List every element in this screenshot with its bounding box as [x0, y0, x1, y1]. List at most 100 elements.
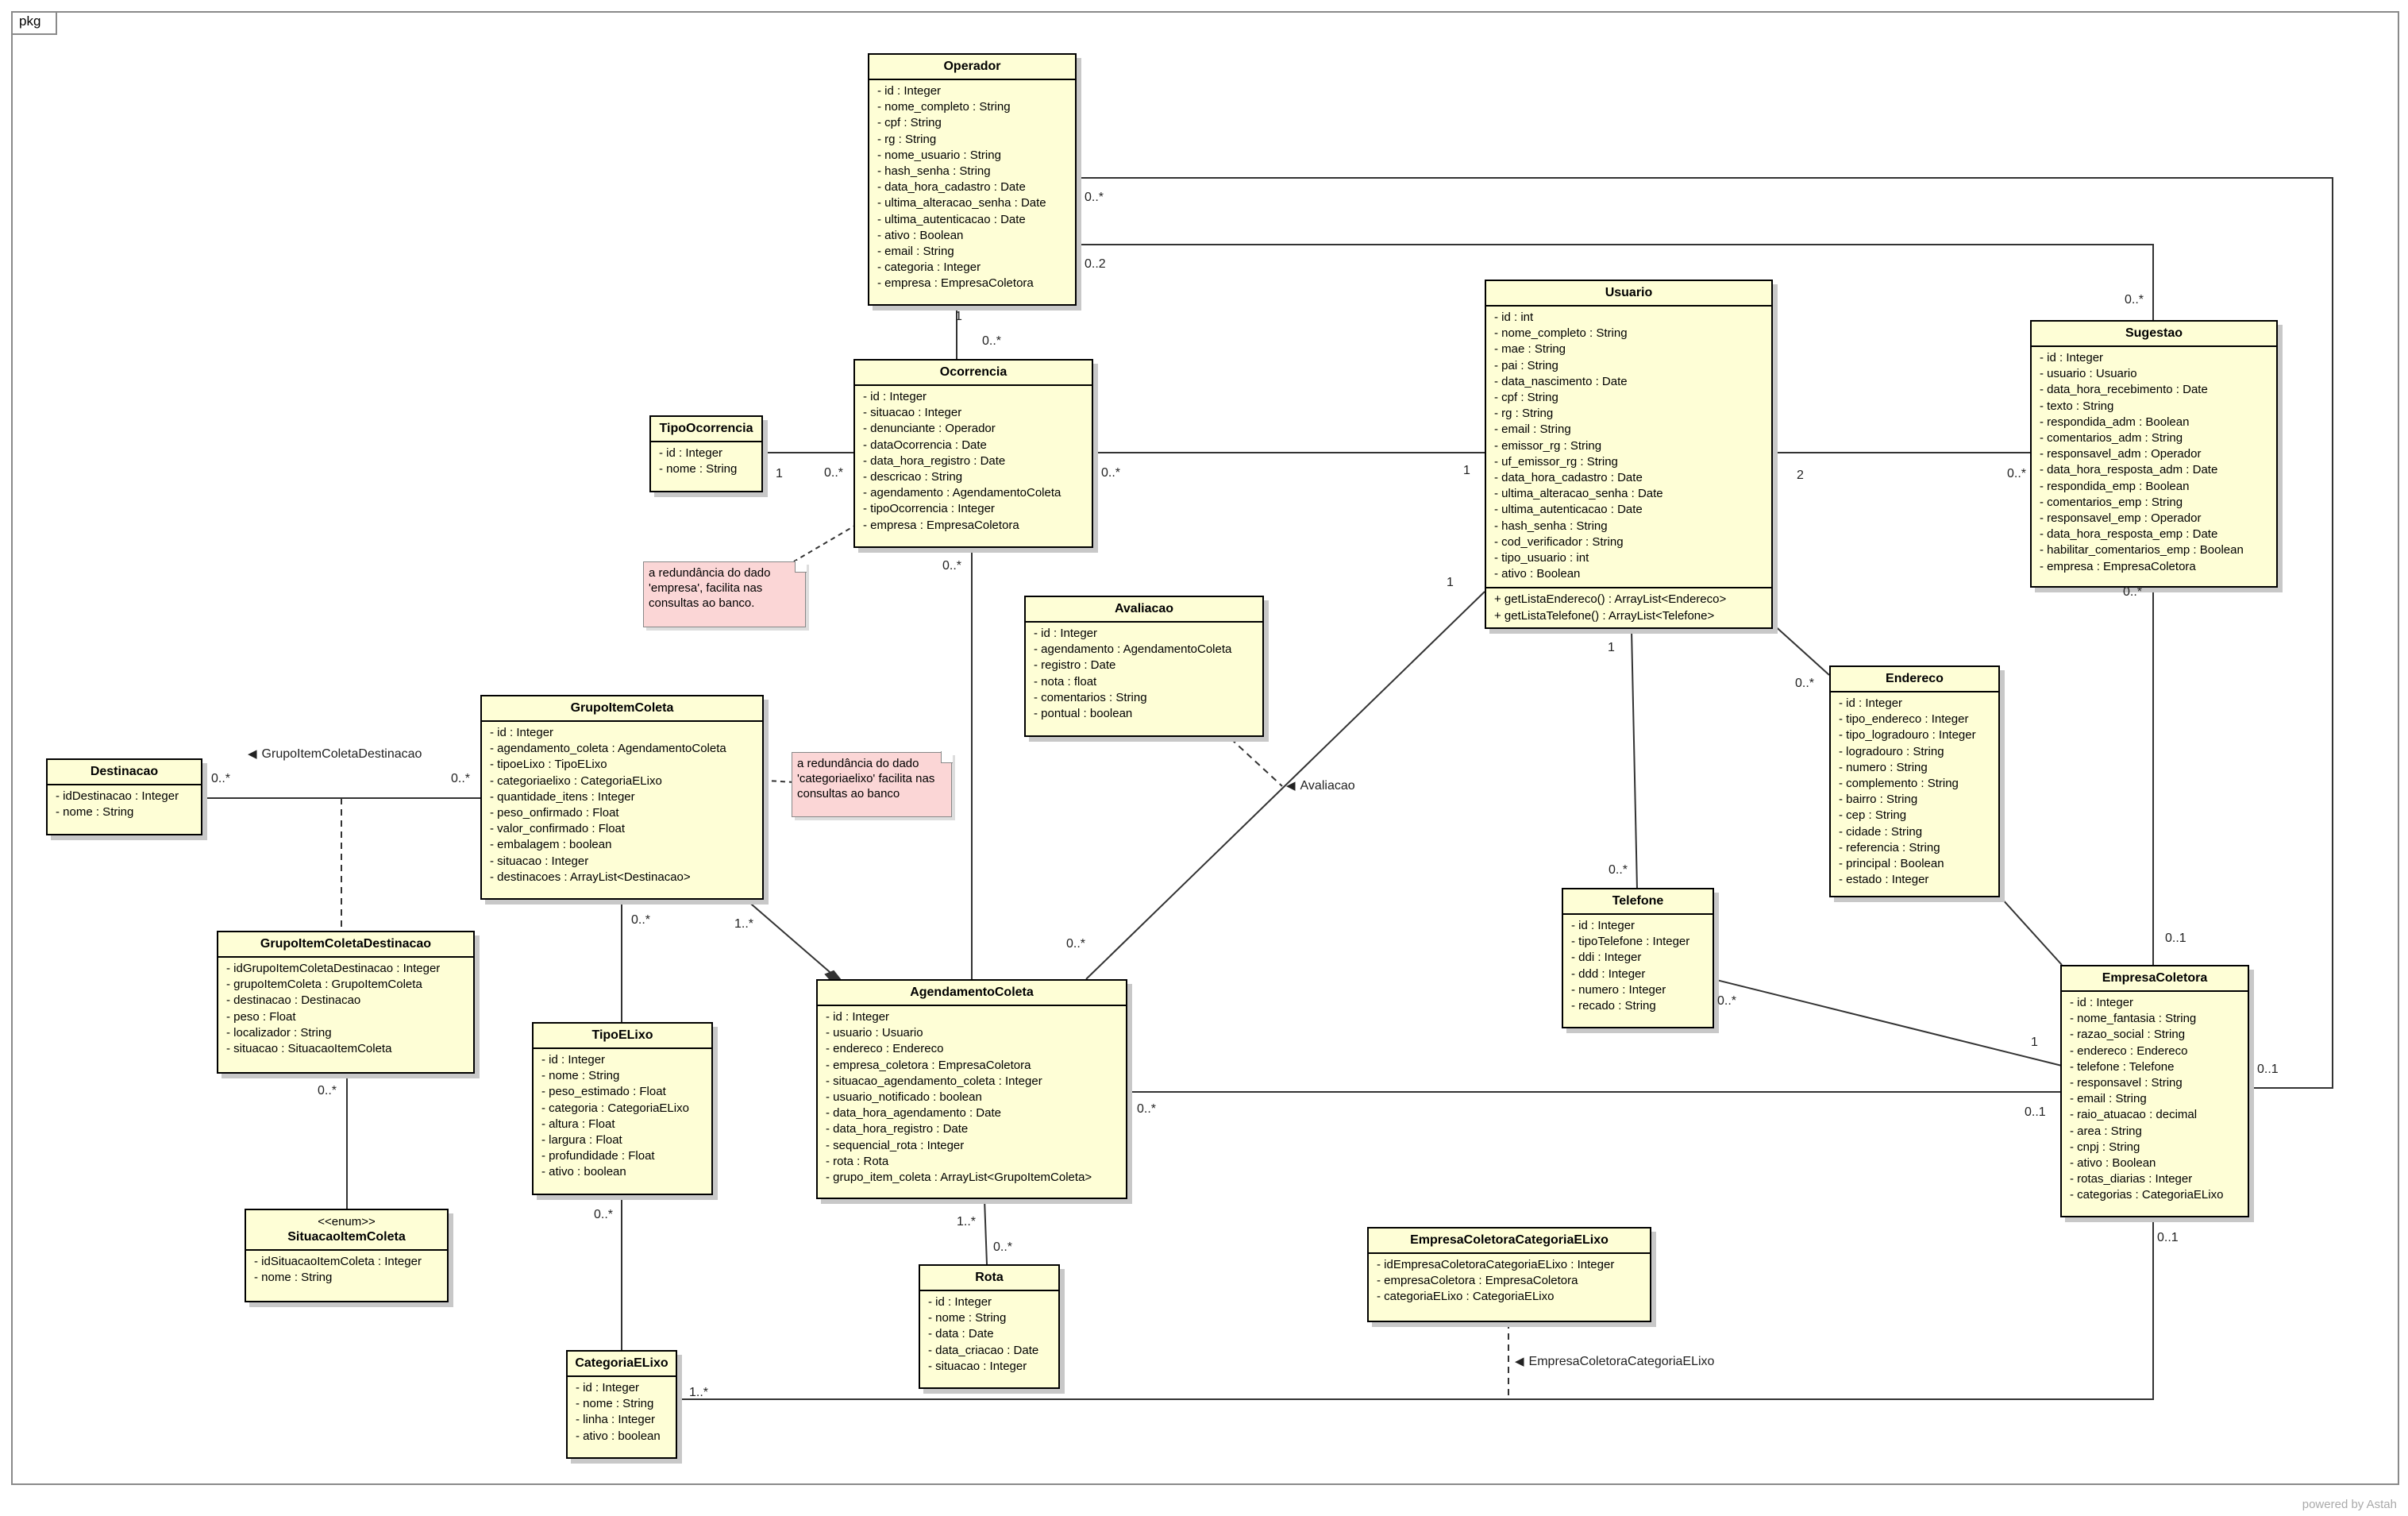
- attribute: - idSituacaoItemColeta : Integer: [254, 1255, 422, 1268]
- class-name: Rota: [920, 1266, 1058, 1291]
- assoc-name-text: GrupoItemColetaDestinacao: [261, 747, 422, 761]
- class-endereco[interactable]: Endereco - id : Integer - tipo_endereco …: [1829, 665, 2000, 897]
- class-name: GrupoItemColetaDestinacao: [218, 932, 473, 958]
- class-usuario[interactable]: Usuario - id : int - nome_completo : Str…: [1485, 280, 1773, 629]
- attribute: - id : Integer: [877, 84, 942, 98]
- attribute: - situacao : Integer: [863, 406, 962, 420]
- class-rota[interactable]: Rota - id : Integer - nome : String - da…: [919, 1264, 1060, 1389]
- attribute: - nome : String: [56, 805, 134, 820]
- attribute: - tipo_logradouro : Integer: [1839, 728, 1976, 743]
- attribute: - data_hora_registro : Date: [826, 1122, 969, 1136]
- class-situacaoitemcoleta[interactable]: <<enum>>SituacaoItemColeta - idSituacaoI…: [245, 1209, 449, 1302]
- attribute: - id : Integer: [928, 1295, 992, 1309]
- multiplicity: 1: [955, 310, 962, 323]
- attribute: - endereco : Endereco: [826, 1042, 944, 1056]
- attribute: - tipoeLixo : TipoELixo: [490, 758, 607, 772]
- attribute: - data_hora_registro : Date: [863, 453, 1006, 468]
- attribute: - habilitar_comentarios_emp : Boolean: [2040, 543, 2244, 557]
- attribute: - id : Integer: [541, 1053, 606, 1067]
- attribute: - responsavel : String: [2070, 1076, 2183, 1090]
- multiplicity: 0..*: [993, 1240, 1013, 1254]
- multiplicity: 0..*: [318, 1084, 337, 1097]
- attribute: - data : Date: [928, 1327, 994, 1341]
- class-name: Destinacao: [48, 760, 201, 785]
- attribute: - registro : Date: [1034, 658, 1116, 673]
- multiplicity: 0..*: [1085, 191, 1104, 204]
- multiplicity: 1: [1608, 641, 1615, 654]
- class-empresacoletora[interactable]: EmpresaColetora - id : Integer - nome_fa…: [2060, 965, 2249, 1217]
- multiplicity: 0..1: [2157, 1231, 2179, 1244]
- attribute: - pontual : boolean: [1034, 707, 1133, 721]
- attributes: - id : Integer - tipoTelefone : Integer …: [1563, 915, 1713, 1019]
- class-name: EmpresaColetora: [2062, 966, 2248, 992]
- multiplicity: 1..*: [689, 1386, 709, 1399]
- attribute: - nome : String: [576, 1397, 654, 1411]
- assoc-operador-empresa: [1076, 177, 2333, 1089]
- class-name: CategoriaELixo: [568, 1352, 676, 1377]
- multiplicity: 0..*: [211, 772, 231, 785]
- multiplicity: 0..*: [2007, 467, 2027, 480]
- attribute: - data_hora_resposta_emp : Date: [2040, 527, 2218, 542]
- class-avaliacao[interactable]: Avaliacao - id : Integer - agendamento :…: [1024, 596, 1264, 737]
- class-ocorrencia[interactable]: Ocorrencia - id : Integer - situacao : I…: [853, 359, 1093, 548]
- direction-triangle-icon: ◀: [248, 747, 257, 761]
- multiplicity: 0..*: [1795, 677, 1815, 690]
- multiplicity: 1: [776, 467, 783, 480]
- attribute: - idDestinacao : Integer: [56, 789, 179, 803]
- class-empresacoletoracategoriaelixo[interactable]: EmpresaColetoraCategoriaELixo - idEmpres…: [1367, 1227, 1651, 1322]
- attribute: - telefone : Telefone: [2070, 1059, 2175, 1074]
- class-agendamentocoleta[interactable]: AgendamentoColeta - id : Integer - usuar…: [816, 979, 1127, 1199]
- attribute: - nome_completo : String: [1494, 326, 1628, 341]
- stereotype: <<enum>>: [318, 1215, 376, 1229]
- attribute: - data_hora_cadastro : Date: [1494, 471, 1643, 485]
- attribute: - nome_usuario : String: [877, 148, 1001, 162]
- attribute: - nome : String: [541, 1069, 620, 1083]
- multiplicity: 0..*: [631, 913, 651, 927]
- attribute: - linha : Integer: [576, 1413, 656, 1427]
- class-grupoitemcoleta[interactable]: GrupoItemColeta - id : Integer - agendam…: [480, 695, 764, 900]
- attributes: - idDestinacao : Integer - nome : String: [48, 785, 201, 825]
- attribute: - estado : Integer: [1839, 873, 1929, 887]
- attribute: - ultima_alteracao_senha : Date: [877, 196, 1046, 210]
- attribute: - destinacoes : ArrayList<Destinacao>: [490, 870, 691, 884]
- attribute: - referencia : String: [1839, 840, 1940, 854]
- class-tipoelixo[interactable]: TipoELixo - id : Integer - nome : String…: [532, 1022, 713, 1195]
- class-categoriaelixo[interactable]: CategoriaELixo - id : Integer - nome : S…: [566, 1350, 677, 1459]
- attribute: - ativo : Boolean: [2070, 1156, 2156, 1171]
- attribute: - id : Integer: [576, 1381, 640, 1394]
- attribute: - agendamento : AgendamentoColeta: [1034, 642, 1232, 657]
- assoc-endereco-empresa: [2000, 897, 2063, 966]
- attribute: - ddi : Integer: [1571, 951, 1642, 965]
- class-grupoitemcoletadestinacao[interactable]: GrupoItemColetaDestinacao - idGrupoItemC…: [217, 931, 475, 1074]
- attributes: - id : Integer - tipo_endereco : Integer…: [1831, 692, 1998, 893]
- package-label: pkg: [11, 11, 57, 35]
- multiplicity: 1: [1447, 576, 1454, 589]
- assoc-name-avaliacao: ◀Avaliacao: [1286, 778, 1355, 793]
- multiplicity: 0..1: [2165, 932, 2186, 945]
- attributes: - id : Integer - situacao : Integer - de…: [855, 386, 1092, 538]
- assoc-name-text: Avaliacao: [1300, 779, 1355, 793]
- attribute: - peso : Float: [226, 1009, 296, 1024]
- attribute: - agendamento_coleta : AgendamentoColeta: [490, 742, 726, 756]
- multiplicity: 0..*: [942, 559, 962, 573]
- attribute: - peso_onfirmado : Float: [490, 806, 619, 820]
- class-tipoocorrencia[interactable]: TipoOcorrencia - id : Integer - nome : S…: [649, 415, 763, 492]
- attribute: - nota : float: [1034, 674, 1097, 689]
- attribute: - nome : String: [254, 1271, 333, 1285]
- class-name: Telefone: [1563, 889, 1713, 915]
- operations: + getListaEndereco() : ArrayList<Enderec…: [1486, 587, 1771, 628]
- multiplicity: 2: [1797, 469, 1804, 482]
- attribute: - empresaColetora : EmpresaColetora: [1377, 1274, 1578, 1288]
- attribute: - tipoTelefone : Integer: [1571, 935, 1690, 949]
- assoc-grupo-agendamento: [746, 899, 836, 978]
- attribute: - ativo : boolean: [541, 1165, 626, 1179]
- assoc-usuario-endereco: [1771, 623, 1830, 676]
- class-operador[interactable]: Operador - id : Integer - nome_completo …: [868, 53, 1077, 306]
- attribute: - empresa : EmpresaColetora: [863, 518, 1019, 532]
- class-telefone[interactable]: Telefone - id : Integer - tipoTelefone :…: [1562, 888, 1714, 1028]
- attribute: - uf_emissor_rg : String: [1494, 454, 1618, 469]
- attribute: - cod_verificador : String: [1494, 534, 1624, 549]
- class-sugestao[interactable]: Sugestao - id : Integer - usuario : Usua…: [2030, 320, 2278, 588]
- attribute: - situacao : Integer: [928, 1359, 1027, 1373]
- class-destinacao[interactable]: Destinacao - idDestinacao : Integer - no…: [46, 758, 202, 835]
